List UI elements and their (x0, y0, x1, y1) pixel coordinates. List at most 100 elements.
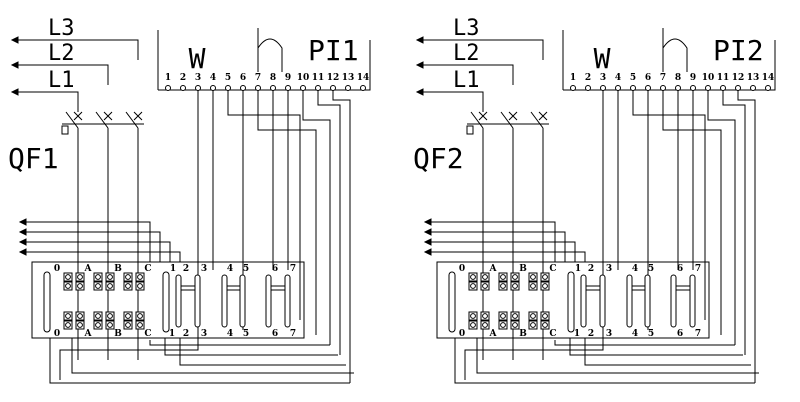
meter-terminal-num-5: 5 (225, 73, 231, 83)
meter-terminal-num-7: 7 (255, 73, 261, 83)
screw-top-11 (542, 274, 548, 280)
meter-symbol-h (662, 28, 688, 72)
bus-arrow-2 (423, 238, 432, 246)
meter-terminal-9 (690, 85, 696, 91)
link-pair-0-b (599, 274, 606, 328)
meter-terminal-num-6: 6 (240, 73, 246, 83)
screw-bottom-7 (512, 322, 518, 328)
meter-terminal-num-8: 8 (270, 73, 276, 83)
switch-top-label-3: C (144, 264, 151, 274)
switch-top-label-1: A (84, 264, 93, 274)
return-wire-2 (584, 338, 751, 366)
screw-top-10 (125, 274, 131, 280)
bus-wire-3 (431, 251, 586, 262)
return-wire-0 (554, 340, 735, 346)
breaker-contact-0 (478, 111, 488, 121)
link-pair-1-a (626, 274, 633, 328)
meter-terminal-13 (750, 85, 756, 91)
link-pair-2-a (265, 274, 272, 328)
link-1 (162, 271, 170, 333)
breaker-contact-2 (538, 111, 548, 121)
line-l3-arrow (415, 36, 424, 44)
screw-top-0 (470, 283, 476, 289)
bus-arrow-1 (18, 228, 27, 236)
screw-top-4 (500, 283, 506, 289)
line-label-l2: L2 (48, 41, 75, 66)
breaker-label: QF2 (413, 142, 464, 175)
meter-terminal-num-3: 3 (195, 73, 201, 83)
meter-terminal-num-7: 7 (660, 73, 666, 83)
screw-bottom-9 (542, 313, 548, 319)
meter-terminal-num-3: 3 (600, 73, 606, 83)
screw-top-3 (77, 274, 83, 280)
return-wire-outer (454, 338, 755, 384)
switch-bottom-label-0: 0 (54, 329, 60, 339)
switch-bottom-label-7: 4 (227, 329, 233, 339)
link-pair-1-b (644, 274, 651, 328)
meter-terminal-num-12: 12 (327, 73, 340, 83)
line-label-l3: L3 (48, 16, 75, 41)
switch-bottom-label-3: C (144, 329, 151, 339)
screw-bottom-5 (512, 313, 518, 319)
screw-top-11 (137, 274, 143, 280)
meter-terminal-4 (615, 85, 621, 91)
switch-top-label-5: 2 (183, 264, 189, 274)
bus-wire-2 (26, 241, 171, 262)
breaker-blade-2 (530, 111, 544, 129)
breaker-blade-2 (125, 111, 139, 129)
bus-wire-1 (26, 231, 161, 262)
link-pair-0-a (580, 274, 587, 328)
return-wire-0 (149, 340, 330, 346)
meter-terminal-3 (600, 85, 606, 91)
meter-terminal-4 (210, 85, 216, 91)
screw-bottom-10 (125, 322, 131, 328)
meter-terminal-13 (345, 85, 351, 91)
line-l1-arrow (415, 88, 424, 96)
screw-bottom-3 (77, 322, 83, 328)
switch-top-label-7: 4 (632, 264, 638, 274)
switch-bottom-label-0: 0 (459, 329, 465, 339)
switch-top-label-2: B (114, 264, 122, 274)
switch-bottom-label-7: 4 (632, 329, 638, 339)
screw-bottom-6 (500, 322, 506, 328)
breaker-contact-1 (103, 111, 113, 121)
line-label-l1: L1 (453, 68, 480, 93)
line-l1-wire (18, 91, 79, 112)
meter-symbol-w: W (594, 42, 611, 75)
meter-wire-4 (632, 90, 706, 320)
screw-top-0 (65, 283, 71, 289)
screw-bottom-8 (530, 313, 536, 319)
meter-terminal-num-9: 9 (690, 73, 696, 83)
screw-bottom-0 (65, 313, 71, 319)
meter-terminal-14 (765, 85, 771, 91)
switch-bottom-label-6: 3 (201, 329, 207, 339)
terminal-block (436, 261, 710, 339)
switch-bottom-label-10: 7 (695, 329, 701, 339)
return-wire-2 (179, 338, 346, 366)
meter-wire-6 (662, 90, 722, 335)
line-label-l2: L2 (453, 41, 480, 66)
screw-bottom-5 (107, 313, 113, 319)
meter-terminal-6 (240, 85, 246, 91)
meter-symbol-w: W (189, 42, 206, 75)
switch-top-label-10: 7 (695, 264, 701, 274)
meter-terminal-11 (720, 85, 726, 91)
screw-bottom-3 (482, 322, 488, 328)
line-l3-wire (423, 39, 544, 60)
screw-bottom-4 (500, 313, 506, 319)
switch-bottom-label-8: 5 (648, 329, 654, 339)
meter-terminal-num-8: 8 (675, 73, 681, 83)
link-pair-0-bridge (586, 285, 600, 291)
bus-arrow-3 (423, 248, 432, 256)
switch-bottom-label-1: A (84, 329, 93, 339)
screw-bottom-9 (137, 313, 143, 319)
meter-wire-4 (227, 90, 301, 320)
meter-terminal-10 (300, 85, 306, 91)
bus-wire-2 (431, 241, 576, 262)
meter-terminal-num-11: 11 (717, 73, 730, 83)
link-1 (567, 271, 575, 333)
screw-top-4 (95, 283, 101, 289)
